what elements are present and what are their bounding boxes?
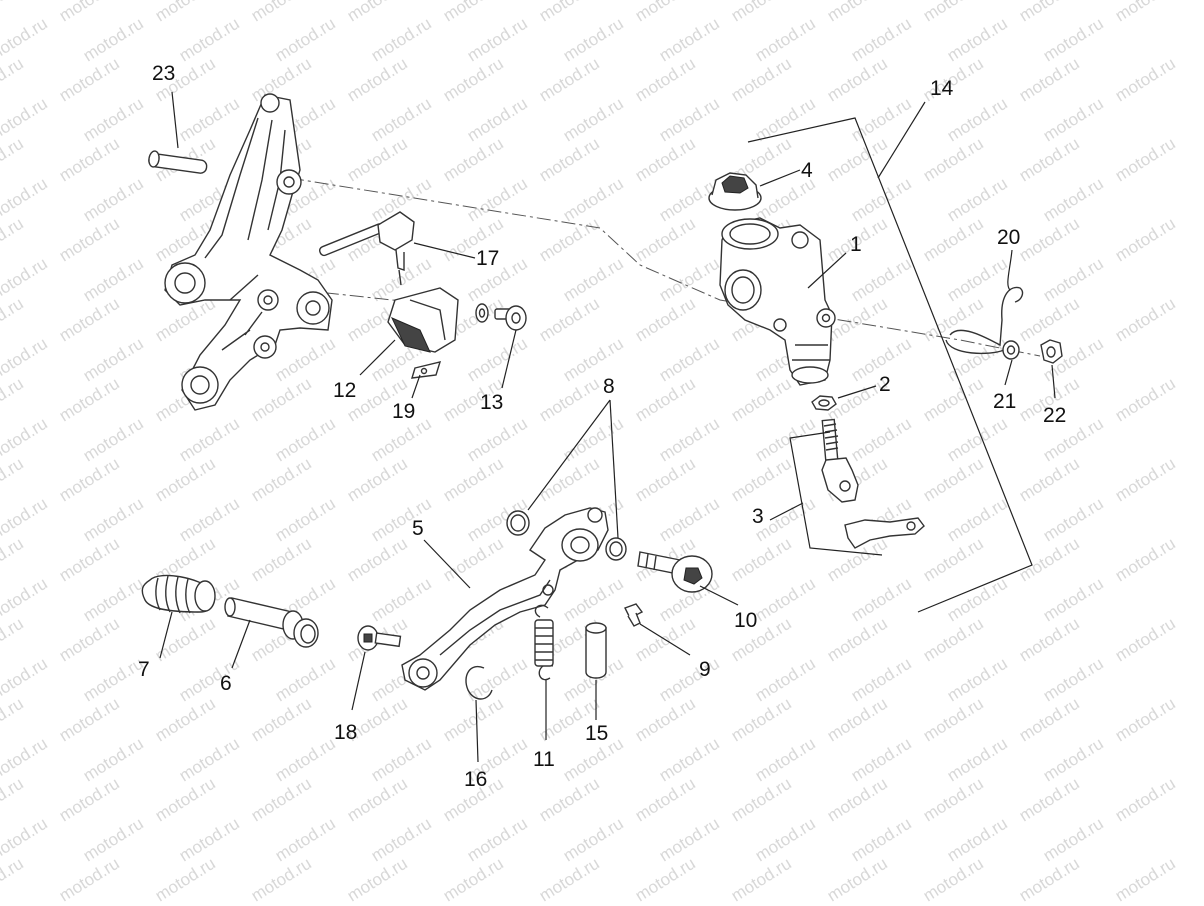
callout-3: 3 [752, 505, 764, 528]
part-4-cap [708, 172, 762, 211]
part-22-nut [1040, 339, 1063, 364]
part-23-pivot-pin [148, 150, 208, 174]
callout-14: 14 [930, 77, 954, 100]
callout-4: 4 [801, 159, 813, 182]
callout-15: 15 [585, 722, 609, 745]
part-11-spring [534, 604, 554, 681]
part-13-bolt-washer [475, 303, 527, 331]
callout-1: 1 [850, 233, 862, 256]
part-15-sleeve [585, 622, 607, 679]
part-6-peg-pin [224, 597, 319, 648]
callout-21: 21 [993, 390, 1017, 413]
callout-18: 18 [334, 721, 358, 744]
assembly-axis-upper [289, 177, 1041, 357]
callout-17: 17 [476, 247, 500, 270]
part-18-bolt [357, 625, 402, 651]
callout-10: 10 [734, 609, 758, 632]
callout-11: 11 [533, 748, 555, 771]
callout-12: 12 [333, 379, 357, 402]
callout-22: 22 [1043, 404, 1067, 427]
callout-7: 7 [138, 658, 150, 681]
callout-23: 23 [152, 62, 176, 85]
part-5-brake-pedal [401, 507, 609, 691]
callout-20: 20 [997, 226, 1021, 249]
part-14-group-bracket [747, 117, 1033, 613]
part-9-screw [624, 603, 644, 627]
part-20-clip [945, 286, 1024, 355]
callout-19: 19 [392, 400, 416, 423]
part-19-plate [411, 361, 442, 379]
part-7-rubber-boot [141, 574, 216, 614]
footrest-bracket [164, 93, 333, 411]
leader-lines [159, 91, 1056, 763]
callout-13: 13 [480, 391, 504, 414]
part-2-nut [811, 395, 837, 411]
callout-2: 2 [879, 373, 891, 396]
callout-8: 8 [603, 375, 615, 398]
part-8-o-rings [506, 510, 627, 561]
callout-5: 5 [412, 517, 424, 540]
callout-9: 9 [699, 658, 711, 681]
part-17-switch [319, 211, 415, 286]
part-21-washer [1002, 340, 1020, 360]
callout-6: 6 [220, 672, 232, 695]
part-10-pivot-bolt [637, 551, 713, 593]
part-1-master-cylinder [719, 217, 836, 386]
callout-16: 16 [464, 768, 488, 791]
part-12-housing [387, 287, 459, 353]
part-3-pushrod [821, 418, 925, 549]
part-16-circlip [465, 665, 493, 700]
